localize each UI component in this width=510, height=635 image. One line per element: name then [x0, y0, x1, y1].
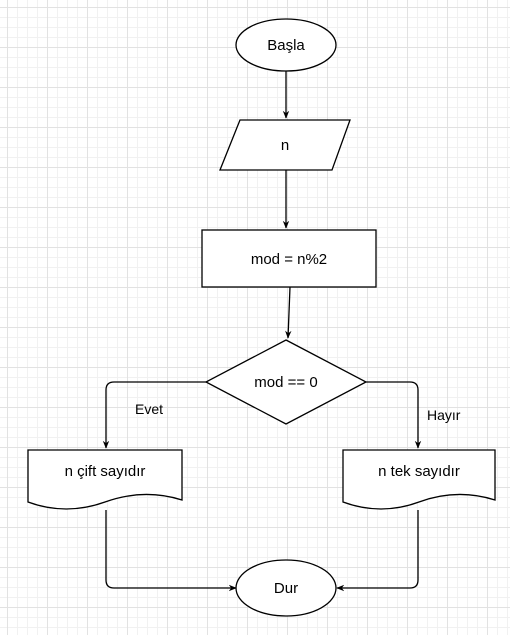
- edge-decision-even: [102, 381, 206, 449]
- node-process-label: mod = n%2: [251, 251, 327, 268]
- node-even[interactable]: n çift sayıdır: [27, 449, 183, 510]
- node-even-label: n çift sayıdır: [65, 463, 146, 480]
- node-start-label: Başla: [267, 37, 305, 54]
- node-end[interactable]: Dur: [235, 559, 337, 617]
- edge-process-decision: [285, 286, 292, 339]
- edge-label-yes: Evet: [135, 401, 163, 417]
- node-input[interactable]: n: [219, 119, 351, 171]
- edge-odd-end: [336, 510, 419, 592]
- edge-label-no: Hayır: [427, 407, 461, 423]
- node-process[interactable]: mod = n%2: [201, 229, 377, 288]
- node-input-label: n: [281, 137, 289, 154]
- edge-decision-odd: [366, 381, 422, 449]
- edges: [102, 70, 422, 592]
- node-decision-label: mod == 0: [254, 374, 317, 391]
- edge-even-end: [105, 510, 237, 592]
- node-end-label: Dur: [274, 580, 298, 597]
- node-start[interactable]: Başla: [235, 18, 337, 72]
- node-odd-label: n tek sayıdır: [378, 463, 460, 480]
- node-decision[interactable]: mod == 0: [204, 339, 368, 425]
- node-odd[interactable]: n tek sayıdır: [342, 449, 496, 510]
